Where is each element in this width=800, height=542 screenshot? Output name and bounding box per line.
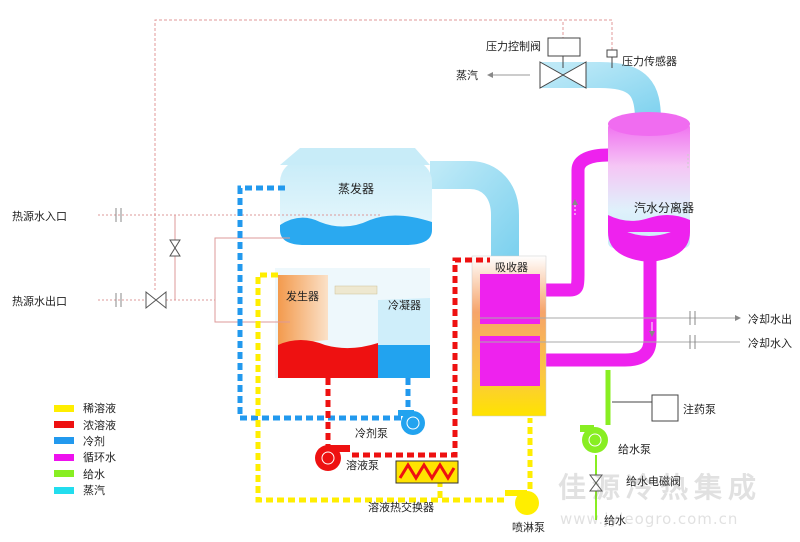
solution-pump-icon (315, 445, 350, 471)
separator-vessel (608, 112, 690, 262)
generator-condenser-housing (275, 268, 430, 378)
legend-swatch (54, 453, 74, 461)
legend-item: 冷剂 (54, 433, 116, 449)
legend-label: 蒸汽 (83, 484, 105, 498)
label-cooling-water-out: 冷却水出 (748, 312, 792, 326)
vapor-pipe (430, 161, 519, 262)
label-solution-pump: 溶液泵 (346, 458, 379, 472)
label-refrigerant-pump: 冷剂泵 (355, 426, 388, 440)
legend-label: 浓溶液 (83, 418, 116, 432)
watermark-url: www.jyleogro.com.cn (560, 510, 739, 528)
label-feed-water: 给水 (604, 514, 626, 527)
legend-swatch (54, 421, 74, 429)
circulating-water-up (545, 148, 609, 297)
label-pressure-valve: 压力控制阀 (486, 39, 541, 53)
circulating-water-down (545, 260, 657, 367)
label-heat-source-in: 热源水入口 (12, 209, 67, 223)
refrigerant-pump-icon (398, 410, 425, 435)
label-evaporator: 蒸发器 (338, 181, 374, 196)
legend-label: 冷剂 (83, 434, 105, 448)
legend-label: 循环水 (83, 451, 116, 465)
spray-pump-icon (505, 490, 539, 515)
steam-pipe (540, 62, 661, 121)
dilute-solution-pipe (255, 272, 505, 503)
pressure-sensor (606, 49, 618, 68)
legend-label: 给水 (83, 467, 105, 481)
refrigerant-pipe (237, 185, 405, 421)
absorber-vessel (471, 255, 547, 417)
label-spray-pump: 喷淋泵 (512, 521, 545, 534)
control-signal-line (154, 19, 613, 290)
label-feed-valve: 给水电磁阀 (626, 474, 681, 488)
watermark: 佳源冷热集成 www.jyleogro.com.cn (478, 466, 778, 536)
three-way-valve (145, 290, 167, 310)
legend-label: 稀溶液 (83, 402, 116, 416)
watermark-name: 佳源冷热集成 (558, 471, 763, 504)
legend: 稀溶液浓溶液冷剂循环水给水蒸汽 (54, 400, 116, 498)
legend-item: 循环水 (54, 449, 116, 465)
label-dosing-pump: 注药泵 (683, 402, 716, 416)
label-separator: 汽水分离器 (634, 200, 694, 215)
label-absorber: 吸收器 (495, 260, 528, 274)
label-cooling-water-in: 冷却水入 (748, 337, 792, 350)
label-condenser: 冷凝器 (388, 298, 421, 312)
label-feed-pump: 给水泵 (618, 443, 651, 456)
heat-exchanger-icon (395, 460, 459, 484)
legend-swatch (54, 470, 74, 478)
legend-swatch (54, 437, 74, 445)
legend-item: 稀溶液 (54, 400, 116, 416)
bypass-valve (169, 239, 181, 257)
feed-pump-icon (580, 425, 608, 453)
pressure-control-valve (539, 37, 587, 89)
label-heat-exchanger: 溶液热交换器 (368, 500, 434, 514)
legend-swatch (54, 486, 74, 494)
label-steam-out: 蒸汽 (456, 68, 478, 82)
label-pressure-sensor: 压力传感器 (622, 55, 677, 68)
dosing-pump-icon (612, 394, 679, 422)
legend-swatch (54, 404, 74, 412)
legend-item: 给水 (54, 466, 116, 482)
label-generator: 发生器 (286, 289, 319, 303)
evaporator-vessel (280, 148, 432, 245)
label-heat-source-out: 热源水出口 (12, 294, 67, 308)
legend-item: 蒸汽 (54, 482, 116, 498)
feed-valve-icon (589, 474, 603, 492)
legend-item: 浓溶液 (54, 416, 116, 432)
